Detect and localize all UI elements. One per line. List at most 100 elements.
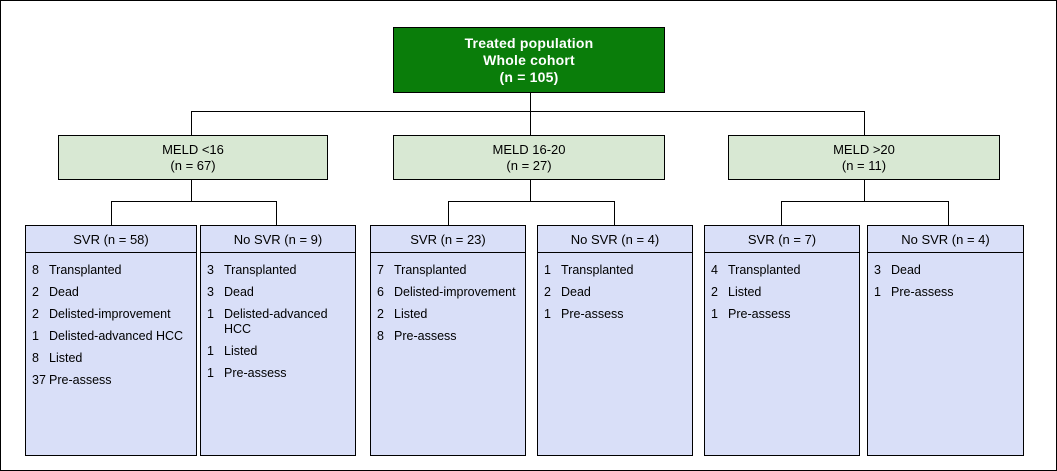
panel-svr-meld-gt20: SVR (n = 7) 4 Transplanted 2 Listed 1 Pre-a… [704,225,860,456]
connector-drop-panel-6 [948,201,949,225]
item-count: 37 [32,373,46,387]
meld-label-2: MELD 16-20 [492,141,566,157]
list-item: 3 Transplanted [207,263,351,278]
connector-drop-meld-3 [864,111,865,135]
meld-label-3: MELD >20 [833,141,895,157]
item-count: 7 [377,263,384,277]
item-count: 1 [207,366,214,380]
item-label: Delisted-advanced HCC [224,307,328,336]
item-label: Delisted-advanced HCC [49,329,184,343]
connector-drop-panel-3 [448,201,449,225]
list-item: 7 Transplanted [377,263,521,278]
connector-drop-panel-5 [781,201,782,225]
item-count: 1 [32,329,39,343]
connector-stem-meld-1 [191,180,192,201]
meld-count-2: (n = 27) [506,157,552,173]
connector-bus-meld-1 [111,201,276,202]
item-count: 8 [377,329,384,343]
connector-stem-meld-3 [864,180,865,201]
item-count: 2 [377,307,384,321]
item-count: 1 [544,307,551,321]
item-label: Listed [728,285,762,299]
item-label: Pre-assess [394,329,457,343]
list-item: 1 Delisted-advanced HCC [32,329,192,344]
connector-drop-meld-2 [530,111,531,135]
panel-body: 4 Transplanted 2 Listed 1 Pre-assess [705,253,859,455]
panel-header: No SVR (n = 4) [868,226,1023,253]
item-count: 8 [32,263,39,277]
item-count: 2 [32,285,39,299]
node-meld-16-20: MELD 16-20 (n = 27) [393,135,665,180]
list-item: 1 Delisted-advanced HCC [207,307,351,337]
item-label: Pre-assess [49,373,112,387]
meld-label-1: MELD <16 [162,141,224,157]
item-label: Dead [224,285,254,299]
item-label: Transplanted [728,263,801,277]
item-count: 1 [711,307,718,321]
item-label: Transplanted [394,263,467,277]
connector-root-stem [530,93,531,111]
list-item: 1 Pre-assess [711,307,855,322]
node-meld-gt20: MELD >20 (n = 11) [728,135,1000,180]
item-count: 3 [207,263,214,277]
item-count: 4 [711,263,718,277]
connector-drop-panel-2 [276,201,277,225]
connector-level1-bus [191,111,865,112]
item-count: 6 [377,285,384,299]
item-label: Transplanted [561,263,634,277]
item-label: Delisted-improvement [394,285,516,299]
list-item: 2 Listed [711,285,855,300]
item-label: Listed [394,307,428,321]
item-label: Delisted-improvement [49,307,171,321]
node-meld-lt16: MELD <16 (n = 67) [58,135,328,180]
list-item: 6 Delisted-improvement [377,285,521,300]
item-count: 1 [207,307,214,321]
item-label: Dead [49,285,79,299]
connector-drop-panel-1 [111,201,112,225]
item-label: Dead [561,285,591,299]
panel-body: 7 Transplanted 6 Delisted-improvement 2 Lis… [371,253,525,455]
item-label: Dead [891,263,921,277]
panel-header: No SVR (n = 4) [538,226,692,253]
item-label: Pre-assess [728,307,791,321]
list-item: 2 Dead [32,285,192,300]
meld-count-3: (n = 11) [841,157,887,173]
panel-header: SVR (n = 7) [705,226,859,253]
item-label: Transplanted [224,263,297,277]
item-label: Pre-assess [561,307,624,321]
list-item: 1 Pre-assess [544,307,688,322]
item-count: 8 [32,351,39,365]
list-item: 2 Listed [377,307,521,322]
item-count: 2 [711,285,718,299]
item-count: 2 [544,285,551,299]
connector-drop-panel-4 [614,201,615,225]
root-line-3: (n = 105) [499,68,559,85]
list-item: 3 Dead [207,285,351,300]
panel-header: SVR (n = 58) [26,226,196,253]
root-line-2: Whole cohort [483,51,575,68]
connector-stem-meld-2 [530,180,531,201]
item-count: 2 [32,307,39,321]
item-count: 3 [874,263,881,277]
item-count: 3 [207,285,214,299]
list-item: 2 Dead [544,285,688,300]
node-treated-population: Treated population Whole cohort (n = 105… [393,27,665,93]
item-count: 1 [207,344,214,358]
list-item: 4 Transplanted [711,263,855,278]
